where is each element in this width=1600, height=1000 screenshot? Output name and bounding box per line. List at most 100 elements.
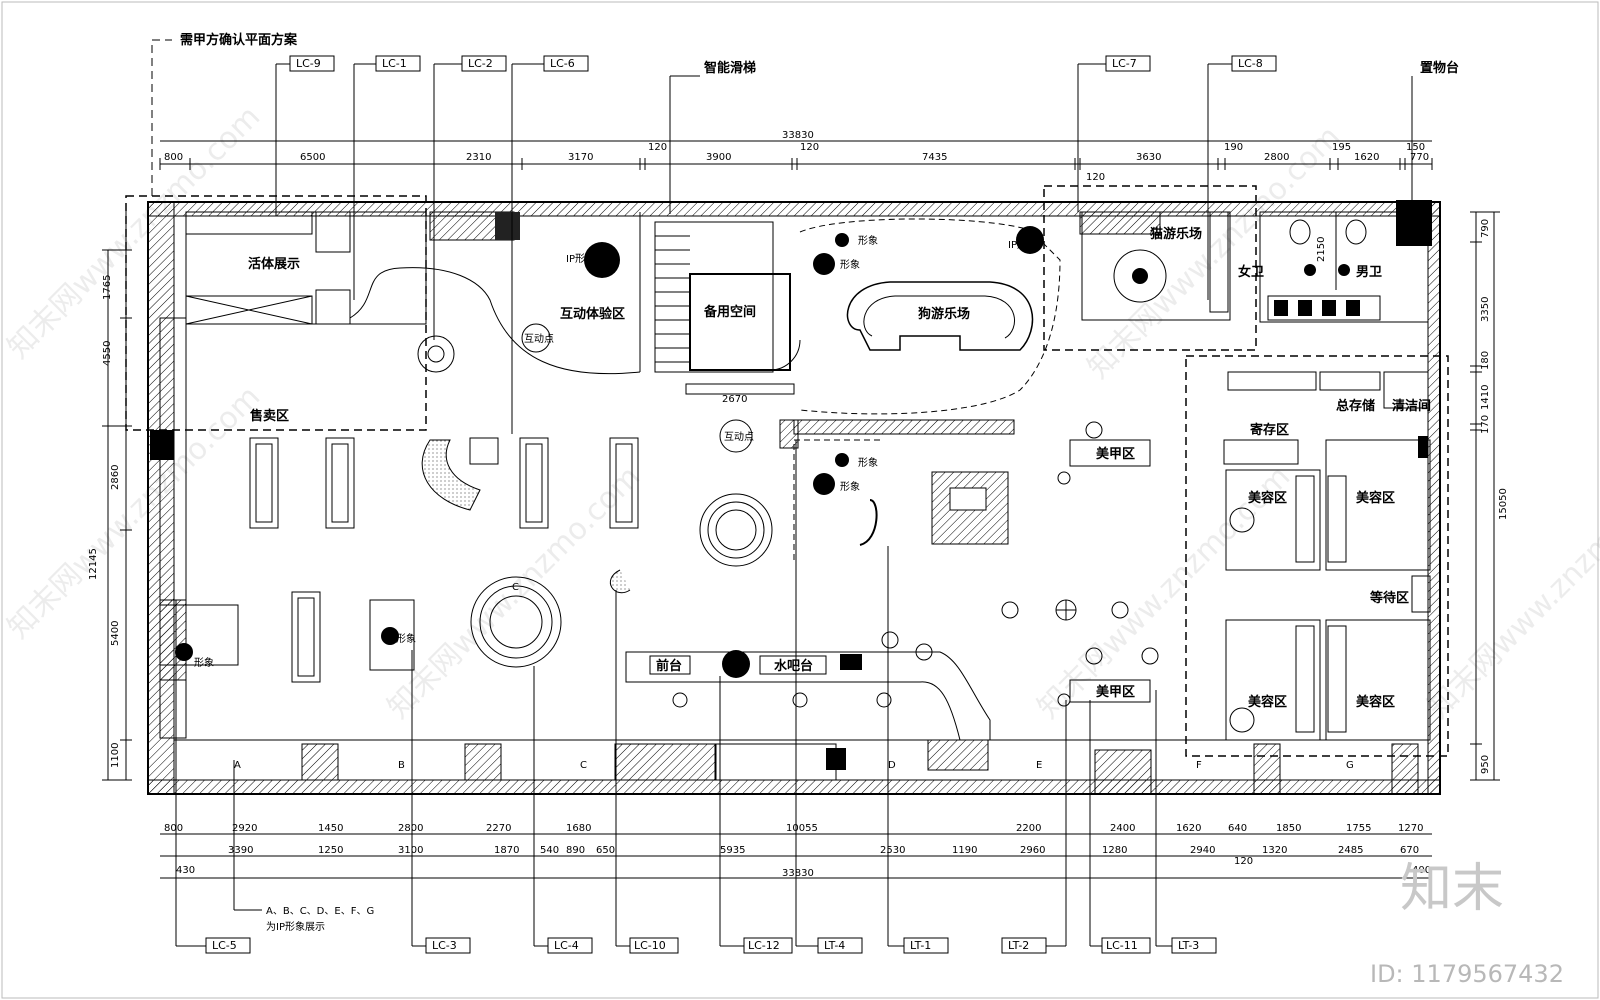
dim-label: 2200: [1016, 823, 1041, 834]
dim-label: 5400: [110, 621, 121, 646]
dim-label: 2860: [110, 465, 121, 490]
dim-label: 120: [648, 142, 667, 153]
dim-label: 1850: [1276, 823, 1301, 834]
room-label-live-display: 活体展示: [248, 256, 300, 272]
room-label-front-desk: 前台: [656, 658, 682, 674]
dim-label: 2310: [466, 152, 491, 163]
dim-label: 540: [540, 845, 559, 856]
ip-label: 形象: [858, 235, 878, 247]
dim-label: 640: [1228, 823, 1247, 834]
ip-label: 形象: [840, 259, 860, 271]
dim-2150: 2150: [1316, 237, 1327, 262]
tag-callout: LC-4: [554, 939, 579, 952]
dim-label: 120: [1234, 856, 1253, 867]
dim-label: 2960: [1020, 845, 1045, 856]
dim-label: 890: [566, 845, 585, 856]
tag-callout: LC-12: [748, 939, 780, 952]
room-label-sales: 售卖区: [250, 408, 289, 424]
room-label-cleaning: 清洁间: [1392, 398, 1431, 414]
dim-label: 3170: [568, 152, 593, 163]
tag-callout: LC-11: [1106, 939, 1138, 952]
dim-label: 1250: [318, 845, 343, 856]
dim-label: 1320: [1262, 845, 1287, 856]
right-dimensions: 790 3350 180 1410 170 15050 950: [1470, 211, 1509, 781]
room-label-spare-room: 备用空间: [703, 304, 756, 320]
dim-2670: 2670: [722, 394, 747, 405]
dog-park-area: 狗游乐场 形象 形象 IP形 猫游乐场: [799, 185, 1257, 415]
building-walls: [147, 200, 1441, 795]
room-label-interactive-zone: 互动体验区: [560, 306, 625, 322]
interactive-zone: 2670 互动体验区 备用空间 互动点 互动点 IP形: [521, 212, 801, 453]
dim-label: 5935: [720, 845, 745, 856]
bay-letter: A: [234, 760, 241, 771]
top-callouts: 需甲方确认平面方案 智能滑梯 置物台 LC-9 LC-1 LC-2 LC-6 L…: [151, 32, 1459, 434]
ip-short-label: IP形: [566, 253, 585, 265]
bay-letter: G: [1346, 760, 1354, 771]
bay-letter: D: [888, 760, 896, 771]
room-label-storage: 寄存区: [1250, 422, 1289, 438]
dim-label: 190: [1224, 142, 1243, 153]
tag-callout: LT-1: [910, 939, 931, 952]
central-hall: 形象 形象 美甲区 美甲区 前台 水吧台: [625, 419, 1159, 781]
dim-label: 790: [1480, 219, 1491, 238]
dim-label: 1280: [1102, 845, 1127, 856]
tag-callout: LC-10: [634, 939, 666, 952]
room-label-dog-park: 狗游乐场: [918, 306, 970, 322]
brand-id: ID: 1179567432: [1370, 960, 1564, 988]
room-label-water-bar: 水吧台: [774, 658, 813, 674]
interactive-point-label: 互动点: [524, 333, 554, 345]
ip-label: 形象: [858, 457, 878, 469]
room-label-nail: 美甲区: [1096, 446, 1135, 462]
tag-callout: LT-2: [1008, 939, 1029, 952]
beauty-block: 寄存区 总存储 清洁间 美容区 美容区 美容区 美容区 等待区: [1185, 355, 1449, 757]
toilets: 女卫 男卫 2150: [1238, 211, 1429, 323]
dim-label: 2530: [880, 845, 905, 856]
room-label-waiting: 等待区: [1369, 590, 1409, 606]
room-label-beauty: 美容区: [1356, 694, 1395, 710]
dim-label: 3350: [1480, 297, 1491, 322]
room-label-female-wc: 女卫: [1238, 264, 1264, 280]
dim-label: 1100: [110, 743, 121, 768]
room-label-male-wc: 男卫: [1356, 265, 1382, 280]
ip-figures: 形象 形象: [175, 627, 416, 669]
dim-label: 10055: [786, 823, 818, 834]
dim-label: 400: [1412, 865, 1431, 876]
dim-label: 800: [164, 152, 183, 163]
tag-callout: LC-6: [550, 57, 575, 70]
brand-logo: 知末: [1400, 859, 1504, 919]
dim-label: 180: [1480, 351, 1491, 370]
top-dimensions: 33830 800 6500 2310 3170 120 3900 120 74…: [159, 130, 1433, 183]
watermark-text: 知末网www.znzmo.com: [1, 99, 267, 365]
dim-label: 2920: [232, 823, 257, 834]
dim-label: 950: [1480, 755, 1491, 774]
dim-label: 770: [1410, 152, 1429, 163]
display-fixtures: [159, 437, 773, 683]
tag-callout: LC-2: [468, 57, 493, 70]
ip-label: 形象: [396, 633, 416, 645]
bay-letter: E: [1036, 760, 1042, 771]
dim-label: 2270: [486, 823, 511, 834]
bay-letter: B: [398, 760, 405, 771]
tag-callout: LC-8: [1238, 57, 1263, 70]
dim-label: 1190: [952, 845, 977, 856]
room-label-general-storage: 总存储: [1336, 398, 1375, 414]
bay-letter: F: [1196, 760, 1202, 771]
dim-label: 195: [1332, 142, 1351, 153]
note-confirm-scheme: 需甲方确认平面方案: [180, 32, 298, 48]
dim-label: 2800: [398, 823, 423, 834]
dim-label: 1755: [1346, 823, 1371, 834]
dim-label: 7435: [922, 152, 947, 163]
bay-letter: C: [512, 582, 519, 593]
tag-callout: LT-4: [824, 939, 845, 952]
dim-label: 670: [1400, 845, 1419, 856]
dim-label: 120: [1086, 172, 1105, 183]
dim-label: 120: [800, 142, 819, 153]
dim-label: 1870: [494, 845, 519, 856]
dim-label: 3390: [228, 845, 253, 856]
dim-label: 2485: [1338, 845, 1363, 856]
dim-label: 33830: [782, 130, 814, 141]
interactive-point-label: 互动点: [724, 431, 754, 443]
ip-note-line1: A、B、C、D、E、F、G: [266, 906, 374, 917]
watermark-text: 知末网www.znzmo.com: [1, 379, 267, 645]
